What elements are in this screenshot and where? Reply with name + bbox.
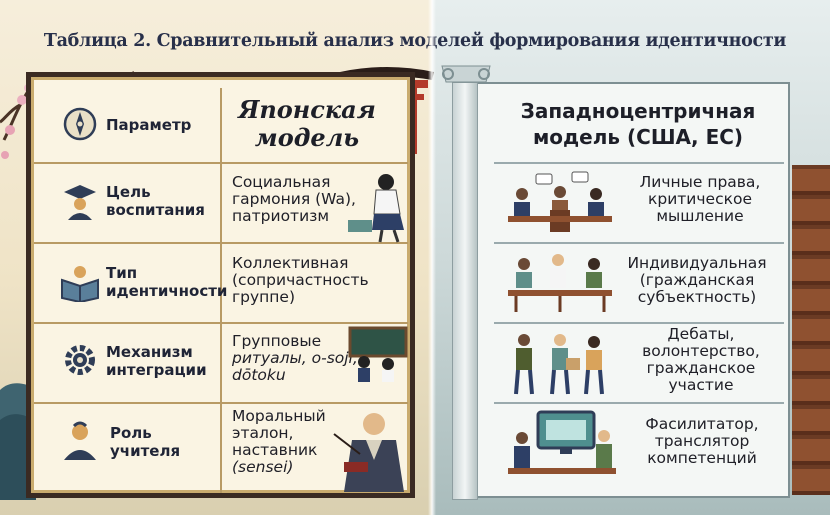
param-label-identity: Тип идентичности <box>106 264 227 300</box>
row-divider <box>34 162 408 164</box>
japan-header-line: модель <box>254 123 360 152</box>
west-cell-goal: Личные права, критическое мышление <box>620 174 780 225</box>
cell-line: группе) <box>232 288 296 306</box>
debate-illustration <box>508 171 612 232</box>
row-divider <box>34 322 408 324</box>
graduation-cap-icon <box>64 185 96 220</box>
cell-line: ритуалы, o-soji, <box>232 349 358 367</box>
cell-line: транслятор <box>654 432 750 450</box>
compass-icon <box>63 107 97 141</box>
row-divider <box>494 402 784 404</box>
param-line: воспитания <box>106 201 205 219</box>
japan-cell-teacher: Моральный эталон, наставник (sensei) <box>232 408 326 476</box>
greek-column <box>452 82 478 500</box>
cell-line: Дебаты, <box>667 325 735 343</box>
japan-cell-goal: Социальная гармония (Wa), патриотизм <box>232 174 356 225</box>
cell-line: гражданское <box>646 359 756 377</box>
teacher-icon <box>64 421 96 460</box>
cell-line: участие <box>668 376 734 394</box>
cell-line: эталон, <box>232 424 294 442</box>
west-cell-teacher: Фасилитатор, транслятор компетенций <box>626 416 778 467</box>
row-divider <box>494 162 784 164</box>
group-discussion-illustration <box>508 254 612 312</box>
param-line: учителя <box>110 442 181 460</box>
param-line: интеграции <box>106 361 207 379</box>
row-divider <box>494 242 784 244</box>
cell-line: Социальная <box>232 173 331 191</box>
japan-cell-mechanism: Групповые ритуалы, o-soji, dōtoku <box>232 333 358 384</box>
column-divider <box>220 88 222 493</box>
cell-line: субъектность) <box>637 288 757 306</box>
japan-cell-identity: Коллективная (сопричастность группе) <box>232 255 369 306</box>
cell-line: (гражданская <box>639 271 755 289</box>
west-model-header: Западноцентричная модель (США, ЕС) <box>488 98 788 150</box>
cell-line: компетенций <box>647 449 757 467</box>
facilitator-computer-illustration <box>508 410 616 474</box>
japan-model-header: Японская модель <box>228 96 386 152</box>
cell-line: Индивидуальная <box>627 254 767 272</box>
student-bowing-illustration <box>348 174 404 243</box>
cell-line: наставник <box>232 441 318 459</box>
param-line: Цель <box>106 183 151 201</box>
japan-header-line: Японская <box>238 95 376 124</box>
gears-icon <box>65 345 95 375</box>
volunteering-illustration <box>514 334 604 395</box>
cell-line: Групповые <box>232 332 322 350</box>
cell-line: Моральный <box>232 407 326 425</box>
param-label-teacher: Роль учителя <box>110 424 180 460</box>
cell-line: патриотизм <box>232 207 330 225</box>
param-label-goal: Цель воспитания <box>106 183 205 219</box>
panel-seam <box>428 0 436 515</box>
param-line: Механизм <box>106 343 193 361</box>
row-divider <box>34 242 408 244</box>
cell-line: Личные права, <box>639 173 761 191</box>
cell-line: мышление <box>656 207 744 225</box>
page-title: Таблица 2. Сравнительный анализ моделей … <box>43 31 787 51</box>
west-panel <box>460 82 790 498</box>
cell-line: гармония (Wa), <box>232 190 356 208</box>
column-capital <box>441 65 491 83</box>
open-book-icon <box>61 266 99 302</box>
bookshelf <box>792 165 830 495</box>
cell-line: (sensei) <box>232 458 294 476</box>
west-header-line: Западноцентричная <box>520 99 756 123</box>
parameter-header: Параметр <box>106 116 192 134</box>
cell-line: волонтерство, <box>642 342 760 360</box>
param-line: идентичности <box>106 282 228 300</box>
row-divider <box>494 322 784 324</box>
row-divider <box>34 402 408 404</box>
cell-line: (сопричастность <box>232 271 369 289</box>
cell-line: Фасилитатор, <box>645 415 759 433</box>
cell-line: критическое <box>648 190 752 208</box>
west-cell-mechanism: Дебаты, волонтерство, гражданское участи… <box>626 326 776 394</box>
west-cell-identity: Индивидуальная (гражданская субъектность… <box>612 255 782 306</box>
param-line: Роль <box>110 424 152 442</box>
west-header-line: модель (США, ЕС) <box>532 125 744 149</box>
param-label-mechanism: Механизм интеграции <box>106 343 207 379</box>
classroom-illustration <box>348 326 408 382</box>
sensei-illustration <box>333 413 404 492</box>
cell-line: Коллективная <box>232 254 349 272</box>
cell-line: dōtoku <box>232 366 286 384</box>
param-line: Тип <box>106 264 138 282</box>
